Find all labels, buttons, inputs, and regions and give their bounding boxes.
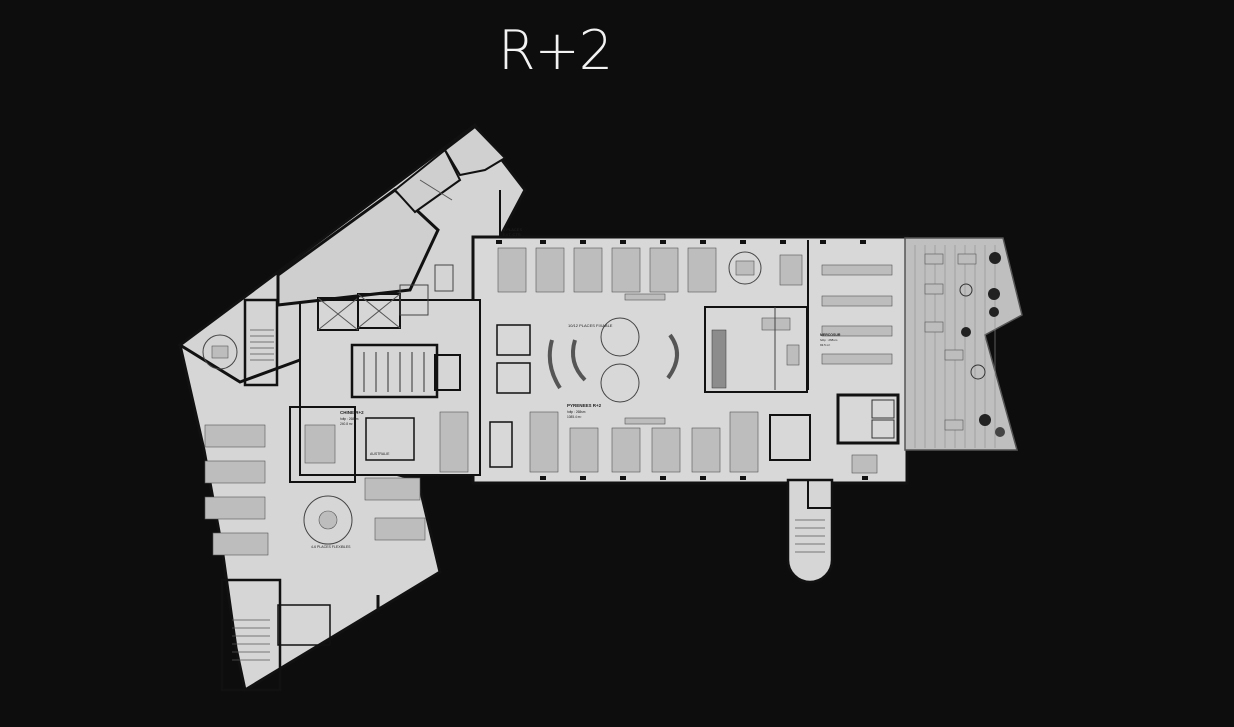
label-mercosur-sub2: 93.5 m² xyxy=(820,343,830,347)
label-open-space: 10/12 PLACES FIXABLE xyxy=(568,323,613,328)
terrace-floor xyxy=(904,237,1023,451)
north-wing-rooms xyxy=(276,125,507,331)
restroom-block xyxy=(350,343,461,399)
mercosur-room xyxy=(779,240,893,390)
facade-mullions xyxy=(496,240,868,480)
terrace-decking xyxy=(914,245,996,448)
label-mercosur: MERCOSUR xyxy=(820,333,841,337)
floor-title: R+2 xyxy=(498,19,613,82)
south-desk-clusters xyxy=(439,411,759,473)
label-chine-sub1: hdtp : 268sm xyxy=(340,417,359,421)
south-stair-tower xyxy=(786,478,834,584)
terrace-furniture xyxy=(924,252,1005,437)
west-wing-rooms xyxy=(202,298,415,692)
label-pyrenees: PYRENEES R+2 xyxy=(567,403,602,408)
central-lounge xyxy=(496,293,679,425)
west-desk-clusters xyxy=(204,424,426,556)
label-australie: AUSTRALIE xyxy=(370,452,390,456)
label-pyrenees-sub1: hdtp : 268sm xyxy=(567,410,586,414)
label-places-ext: 4 PLACES xyxy=(503,227,522,232)
north-desk-clusters xyxy=(497,247,762,293)
label-pyrenees-sub2: 1085.4 m² xyxy=(567,415,581,419)
label-places-ext-sub: EXT. CTS xyxy=(503,232,521,237)
label-places-flexibles: 4-6 PLACES FLEXIBLES xyxy=(311,545,351,549)
label-chine-sub2: 240.8 m² xyxy=(340,422,353,426)
label-chine: CHINE R+2 xyxy=(340,410,364,415)
east-service-core xyxy=(769,393,900,553)
label-mercosur-sub1: hdtp : 268sm xyxy=(820,338,838,342)
